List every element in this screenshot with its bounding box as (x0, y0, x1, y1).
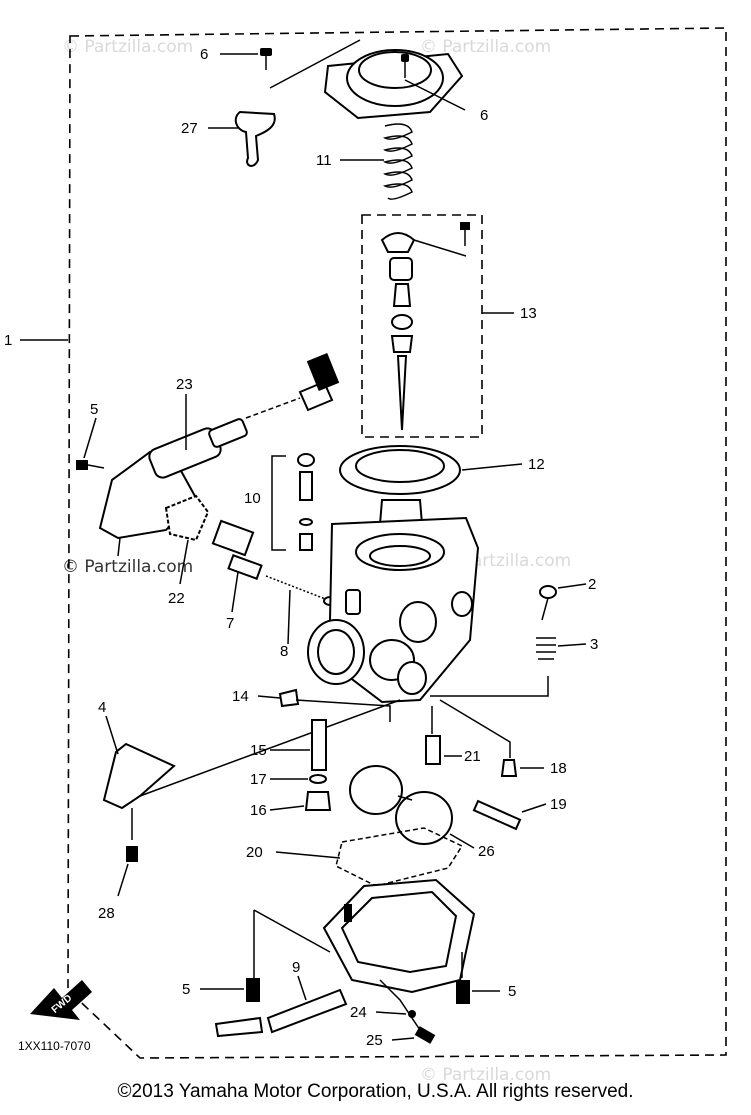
callout-5b: 5 (182, 981, 190, 998)
o-ring-17 (309, 774, 327, 784)
leader-25 (391, 1037, 415, 1041)
leader-6b (404, 79, 466, 111)
screw-2 (539, 585, 557, 621)
gasket-22 (164, 494, 210, 542)
leader-5a (83, 417, 97, 459)
leader-24 (375, 1011, 407, 1015)
assembly-boundary (67, 27, 727, 1059)
callout-10: 10 (244, 490, 261, 507)
callout-23: 23 (176, 376, 193, 393)
copyright-notice: ©2013 Yamaha Motor Corporation, U.S.A. A… (117, 1081, 634, 1102)
callout-25: 25 (366, 1032, 383, 1049)
callout-2: 2 (588, 576, 596, 593)
callout-21: 21 (464, 748, 481, 765)
watermark-bottom: © Partzilla.com (420, 1065, 551, 1085)
leader-26 (449, 833, 475, 849)
screw-25-icon (414, 1026, 436, 1044)
screw-5-bottom-left-icon (246, 978, 260, 1002)
main-jet-16 (304, 791, 332, 811)
screw-5-left-icon (76, 460, 105, 470)
top-cover (323, 49, 464, 120)
leader-8 (287, 589, 291, 645)
callout-14: 14 (232, 688, 249, 705)
carburetor-body (307, 516, 480, 704)
forward-arrow-icon: FWD (30, 980, 92, 1020)
callout-26: 26 (478, 843, 495, 860)
pilot-screw-8 (265, 575, 337, 606)
valve-7 (211, 519, 263, 580)
callout-28: 28 (98, 905, 115, 922)
callout-24: 24 (350, 1004, 367, 1021)
leader-12 (461, 463, 523, 471)
leader-19 (521, 803, 547, 813)
watermark-top-right: © Partzilla.com (420, 37, 551, 57)
float-pin-19 (472, 799, 522, 831)
callout-3: 3 (590, 636, 598, 653)
drain-hose-9 (214, 988, 348, 1038)
callout-8: 8 (280, 643, 288, 660)
callout-9: 9 (292, 959, 300, 976)
watermark-top-left: © Partzilla.com (62, 37, 193, 57)
callout-17: 17 (250, 771, 267, 788)
callout-7: 7 (226, 615, 234, 632)
callout-11: 11 (316, 152, 332, 169)
screw-5-bottom-right-icon (456, 980, 470, 1004)
needle-set-13 (380, 222, 470, 431)
leader-28 (117, 863, 129, 897)
bracket-link-line (139, 699, 401, 797)
cover-screw (401, 54, 409, 78)
callout-20: 20 (246, 844, 263, 861)
callout-27: 27 (181, 120, 198, 137)
leader-20 (275, 851, 341, 859)
screw-6-icon (260, 48, 272, 70)
drain-link-line (379, 979, 421, 1031)
watermark-middle-left: © Partzilla.com (62, 557, 193, 577)
needle-jet-15 (311, 719, 327, 771)
leader-9 (297, 975, 307, 1001)
diagram-code: 1XX110-7070 (18, 1039, 91, 1053)
float-bowl (322, 878, 476, 994)
callout-16: 16 (250, 802, 267, 819)
leader-3 (557, 643, 587, 647)
leader-22 (179, 539, 189, 585)
callout-15: 15 (250, 742, 267, 759)
leader-7 (231, 571, 239, 613)
valve-link-line (439, 699, 511, 758)
callout-4: 4 (98, 699, 106, 716)
callout-5c: 5 (508, 983, 516, 1000)
callout-6b: 6 (480, 107, 488, 124)
screw-28-icon (126, 846, 138, 862)
needle-set-box (361, 214, 483, 438)
bracket-4 (102, 742, 176, 810)
cover-link-line (269, 39, 361, 89)
callout-12: 12 (528, 456, 545, 473)
callout-13: 13 (520, 305, 537, 322)
callout-22: 22 (168, 590, 185, 607)
spring-3 (536, 637, 556, 660)
needle-valve-18 (500, 759, 518, 777)
clamp-27 (234, 110, 276, 167)
leader-2 (557, 583, 587, 589)
spring-link-line (430, 676, 549, 697)
callout-1: 1 (4, 332, 12, 349)
leader-14 (257, 695, 281, 699)
bowl-link-line (253, 909, 331, 953)
leader-4 (105, 715, 119, 755)
bracket-10 (271, 455, 286, 551)
pilot-jet-21 (425, 735, 441, 765)
callout-19: 19 (550, 796, 567, 813)
callout-18: 18 (550, 760, 567, 777)
callout-5a: 5 (90, 401, 98, 418)
cap-link-line (295, 699, 391, 722)
spring-11 (383, 123, 413, 200)
gasket-20 (335, 827, 464, 887)
cap-14 (278, 688, 300, 708)
callout-6a: 6 (200, 46, 208, 63)
leader-16 (269, 805, 305, 811)
screw-set-10 (297, 453, 315, 551)
